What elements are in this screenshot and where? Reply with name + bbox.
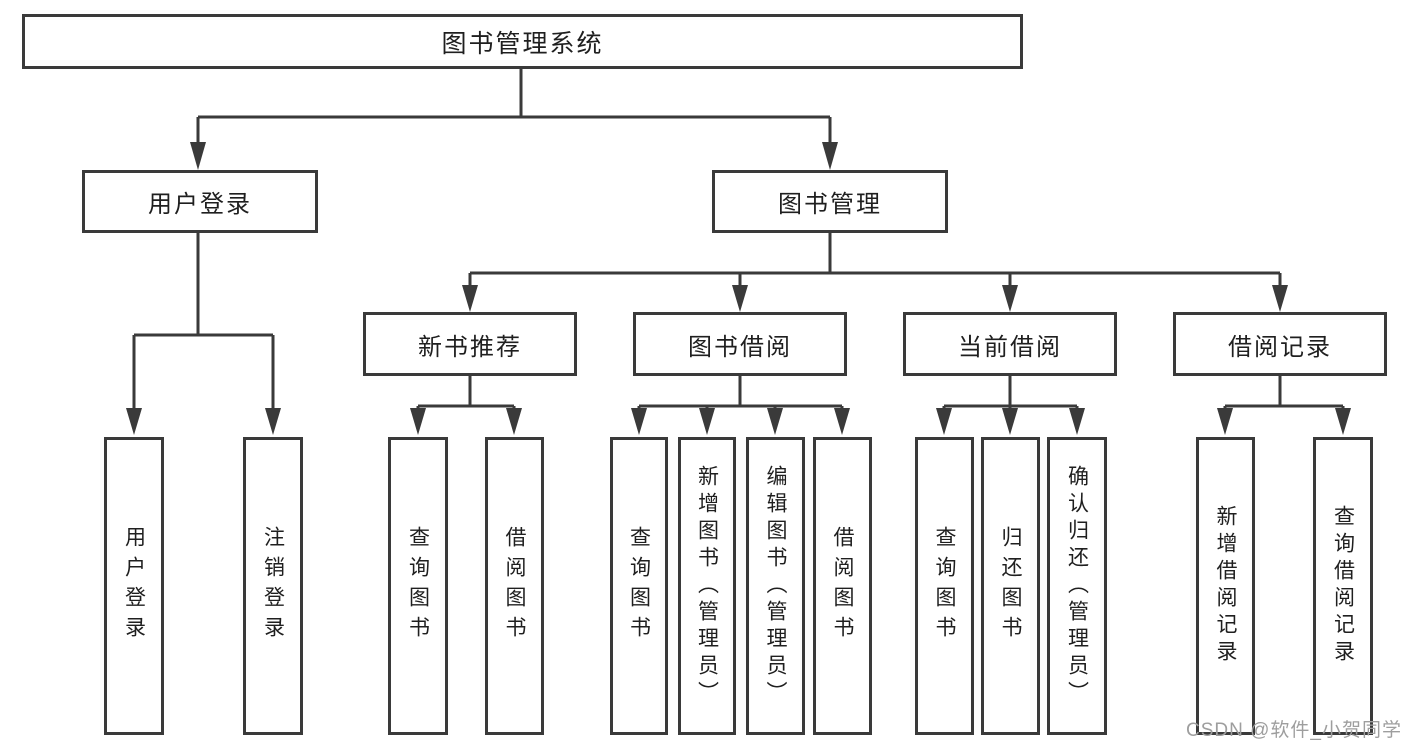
node-root: 图书管理系统 <box>22 14 1023 69</box>
node-new-book-recommend: 新书推荐 <box>363 312 577 376</box>
leaf-add-books-admin: 新增图书（管理员） <box>678 437 736 735</box>
node-borrow-record: 借阅记录 <box>1173 312 1387 376</box>
arrowheads <box>126 142 1351 435</box>
node-user-login: 用户登录 <box>82 170 318 233</box>
leaf-borrow-books-recommend: 借阅图书 <box>485 437 544 735</box>
node-current-borrow: 当前借阅 <box>903 312 1117 376</box>
leaf-borrow-books: 借阅图书 <box>813 437 872 735</box>
leaf-confirm-return-admin: 确认归还（管理员） <box>1047 437 1107 735</box>
leaf-query-books-recommend: 查询图书 <box>388 437 448 735</box>
leaf-user-login: 用户登录 <box>104 437 164 735</box>
leaf-edit-books-admin: 编辑图书（管理员） <box>746 437 805 735</box>
leaf-logout: 注销登录 <box>243 437 303 735</box>
leaf-query-borrow-record: 查询借阅记录 <box>1313 437 1373 735</box>
node-book-management: 图书管理 <box>712 170 948 233</box>
watermark-text: CSDN @软件_小贺同学 <box>1186 720 1402 741</box>
leaf-add-borrow-record: 新增借阅记录 <box>1196 437 1255 735</box>
leaf-return-books: 归还图书 <box>981 437 1040 735</box>
node-book-borrow: 图书借阅 <box>633 312 847 376</box>
leaf-query-books-borrow: 查询图书 <box>610 437 668 735</box>
leaf-query-books-current: 查询图书 <box>915 437 974 735</box>
